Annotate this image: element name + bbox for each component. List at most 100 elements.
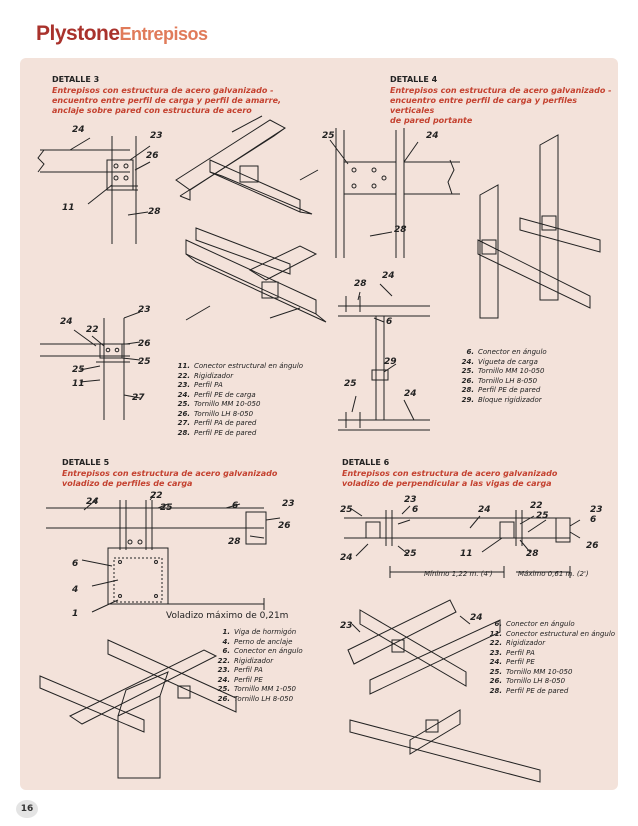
- detail-6-elevation: [344, 505, 581, 578]
- callout-label: 11: [62, 203, 75, 213]
- callout-label: 27: [132, 393, 145, 403]
- detail-5-isometric: [39, 639, 237, 779]
- callout-label: 25: [138, 357, 151, 367]
- legend-num: 24.: [461, 357, 474, 366]
- legend-row: 25.Tornillo MM 10-050: [162, 400, 303, 410]
- legend-row: 26. Tornillo LH 8-050: [202, 695, 303, 705]
- legend-row: 23.Perfil PA: [474, 649, 615, 659]
- legend-row: 26.Tornillo LH 8-050: [474, 677, 615, 687]
- callout-label: 23: [138, 305, 151, 315]
- legend-num: 24.: [489, 658, 502, 666]
- callout-label: 28: [526, 549, 539, 559]
- callout-label: 25: [160, 503, 173, 513]
- legend-detail-4: 6.Conector en ángulo 24. Vigueta de carga…: [446, 348, 547, 405]
- detail-5-heading: DETALLE 5 Entrepisos con estructura de a…: [62, 458, 292, 489]
- legend-num: 4.: [222, 637, 230, 646]
- legend-text: Tornillo LH 8-050: [234, 694, 294, 703]
- legend-text: Conector en ángulo: [234, 647, 303, 655]
- legend-num: 28.: [177, 428, 190, 437]
- callout-label: 24: [382, 271, 395, 281]
- page-number: 16: [16, 800, 38, 818]
- legend-text: Conector estructural en ángulo: [194, 362, 304, 370]
- callout-label: 26: [146, 151, 159, 161]
- detail-5-elevation: [46, 491, 281, 613]
- legend-num: 6.: [222, 647, 230, 655]
- callout-label: 11: [460, 549, 473, 559]
- callout-label: 24: [60, 317, 73, 327]
- detail-3-isometric-a: [175, 115, 319, 215]
- detail-description: Entrepisos con estructura de acero galva…: [52, 86, 292, 116]
- callout-label: 25: [340, 505, 353, 515]
- legend-num: 22.: [177, 371, 190, 380]
- callout-label: 1: [72, 609, 78, 619]
- legend-num: 6.: [494, 620, 502, 628]
- callout-label: 25: [404, 549, 417, 559]
- legend-num: 26.: [177, 409, 190, 418]
- callout-label: 22: [530, 501, 543, 511]
- callout-label: 23: [340, 621, 353, 631]
- legend-text: Rigidizador: [194, 371, 234, 380]
- legend-num: 26.: [217, 694, 230, 703]
- callout-label: 26: [586, 541, 599, 551]
- legend-text: Conector en ángulo: [506, 620, 575, 628]
- callout-label: 24: [470, 613, 483, 623]
- legend-row: 25. Tornillo MM 10-050: [474, 668, 615, 678]
- detail-description: Entrepisos con estructura de acero galva…: [342, 469, 572, 489]
- detail-desc-line: encuentro entre perfil de carga y perfil…: [52, 96, 282, 105]
- legend-text: Perfil PA de pared: [194, 419, 257, 427]
- detail-desc-line: Entrepisos con estructura de acero galva…: [342, 469, 558, 478]
- callout-label: 28: [228, 537, 241, 547]
- legend-row: 4.Perno de anclaje: [202, 638, 303, 648]
- legend-text: Rigidizador: [506, 639, 546, 647]
- legend-text: Perfil PE de carga: [194, 390, 256, 399]
- legend-num: 25.: [489, 667, 502, 676]
- callout-label: 6: [232, 501, 238, 511]
- legend-row: 1. Viga de hormigón: [202, 628, 303, 638]
- callout-label: 24: [340, 553, 353, 563]
- callout-label: 28: [394, 225, 407, 235]
- detail-description: Entrepisos con estructura de acero galva…: [390, 86, 620, 126]
- legend-num: 28.: [489, 686, 502, 695]
- legend-num: 25.: [461, 367, 474, 375]
- callout-label: 23: [150, 131, 163, 141]
- legend-text: Tornillo MM 10-050: [194, 400, 261, 408]
- callout-labels: 24 23 26 11 28 23 24 22 26 25 25 11 27 2…: [60, 125, 603, 631]
- legend-row: 6.Conector en ángulo: [446, 348, 546, 358]
- detail-desc-line: voladizo de perpendicular a las vigas de…: [342, 479, 552, 488]
- callout-label: 23: [282, 499, 295, 509]
- callout-label: 22: [86, 325, 99, 335]
- legend-num: 29.: [461, 395, 474, 404]
- legend-row: 22. Rigidizador: [162, 372, 303, 382]
- detail-desc-line: Entrepisos con estructura de acero galva…: [62, 469, 278, 478]
- legend-num: 26.: [461, 376, 474, 385]
- legend-num: 1.: [222, 628, 230, 636]
- legend-row: 27.Perfil PA de pared: [162, 419, 303, 429]
- legend-num: 23.: [177, 381, 190, 389]
- legend-row: 24. Vigueta de carga: [446, 358, 547, 368]
- legend-detail-6: 6. Conector en ángulo 11.Conector estruct…: [474, 620, 615, 696]
- legend-text: Vigueta de carga: [478, 357, 538, 366]
- legend-row: 6. Conector en ángulo: [202, 647, 303, 657]
- legend-text: Viga de hormigón: [234, 628, 297, 636]
- legend-row: 28.Perfil PE de pared: [474, 687, 615, 697]
- detail-desc-line: Entrepisos con estructura de acero galva…: [52, 86, 274, 95]
- legend-row: 11.Conector estructural en ángulo: [474, 630, 615, 640]
- legend-text: Tornillo MM 10-050: [478, 367, 545, 375]
- legend-row: 25.Tornillo MM 1-050: [202, 685, 303, 695]
- detail-4-heading: DETALLE 4 Entrepisos con estructura de a…: [390, 75, 620, 126]
- callout-label: 28: [354, 279, 367, 289]
- legend-row: 24.Perfil PE de carga: [162, 391, 303, 401]
- detail-desc-line: Entrepisos con estructura de acero galva…: [390, 86, 612, 95]
- legend-row: 22.Rigidizador: [202, 657, 303, 667]
- legend-row: 23.Perfil PA: [202, 666, 303, 676]
- legend-row: 22.Rigidizador: [474, 639, 615, 649]
- callout-label: 6: [590, 515, 596, 525]
- callout-label: 23: [590, 505, 603, 515]
- legend-row: 23.Perfil PA: [162, 381, 303, 391]
- dimension-voladizo: Voladizo máximo de 0,21m: [166, 611, 288, 621]
- detail-3-elevation-b: [40, 311, 141, 420]
- legend-detail-3: 11.Conector estructural en ángulo 22.Rig…: [162, 362, 303, 438]
- legend-text: Tornillo MM 10-050: [506, 667, 573, 676]
- brand-title: PlystoneEntrepisos: [36, 22, 208, 46]
